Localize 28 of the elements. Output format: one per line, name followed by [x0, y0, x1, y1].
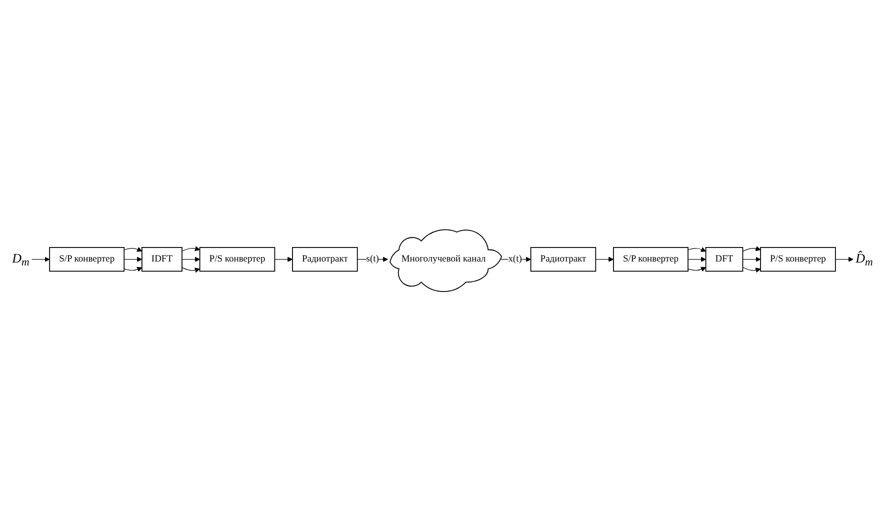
node-box: IDFT — [141, 247, 182, 272]
node-text: D̂$_{m}$ — [856, 250, 873, 268]
node-box: Радиотракт — [530, 247, 596, 272]
arrow — [182, 246, 200, 252]
arrow — [742, 246, 761, 252]
arrow — [274, 257, 293, 262]
node-box: S/P конвертер — [49, 247, 125, 272]
arrow — [742, 257, 761, 262]
arrow — [182, 257, 200, 262]
arrow — [688, 257, 706, 262]
arrow — [182, 268, 200, 273]
arrow — [124, 267, 142, 272]
arrow — [835, 257, 854, 262]
node-box: S/P конвертер — [613, 247, 688, 272]
arrow — [595, 257, 614, 262]
node-box: Радиотракт — [292, 247, 358, 272]
arrow — [124, 247, 142, 252]
edge-label: s(t) — [366, 254, 379, 264]
arrow — [31, 257, 50, 262]
edge-label: x(t) — [508, 254, 522, 264]
node-box: DFT — [705, 247, 744, 272]
arrow — [688, 267, 706, 272]
arrow — [688, 247, 706, 252]
node-box: P/S конвертер — [199, 247, 276, 272]
arrow — [124, 257, 142, 262]
node-box: P/S конвертер — [760, 247, 836, 272]
node-text: D$_{m}$ — [12, 250, 30, 268]
arrow — [742, 267, 761, 273]
